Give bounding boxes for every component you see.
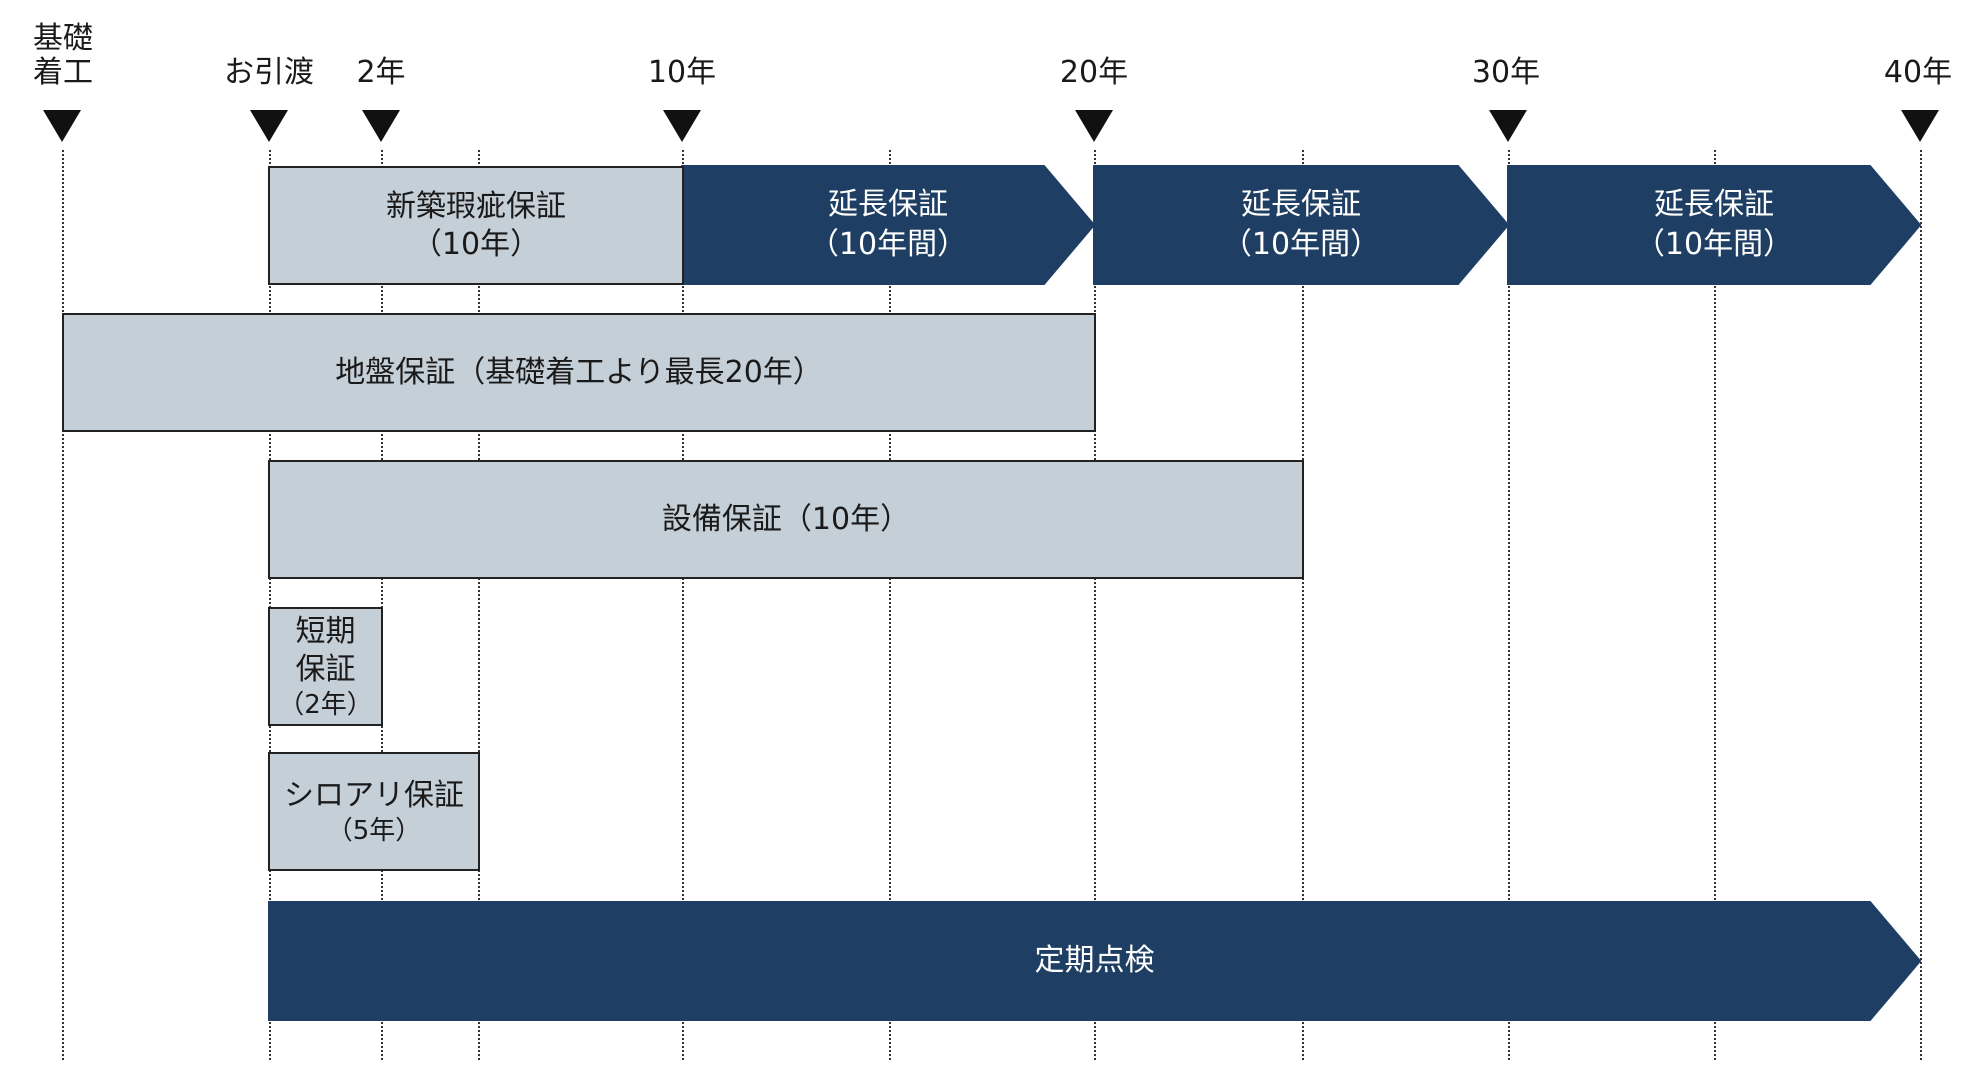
short-term-warranty-line2: 保証 bbox=[295, 651, 356, 687]
equipment-warranty-bar: 設備保証（10年） bbox=[268, 460, 1304, 579]
short-term-warranty-bar: 短期 保証 （2年） bbox=[268, 607, 383, 726]
new-build-warranty-bar: 新築瑕疵保証 （10年） bbox=[268, 166, 684, 285]
extension-label-3-period: （10年間） bbox=[1634, 227, 1794, 262]
guide-line-15y bbox=[889, 150, 891, 1060]
short-term-warranty-period: （2年） bbox=[278, 689, 373, 720]
marker-30y bbox=[1489, 110, 1527, 142]
ground-warranty-label: 地盤保証（基礎着工より最長20年） bbox=[335, 354, 823, 390]
marker-40y bbox=[1901, 110, 1939, 142]
guide-line-10y bbox=[682, 150, 684, 1060]
tick-label-20y: 20年 bbox=[1059, 55, 1129, 90]
new-build-warranty-period: （10年） bbox=[411, 226, 541, 262]
start-label: 基礎 着工 bbox=[22, 22, 104, 90]
new-build-warranty-title: 新築瑕疵保証 bbox=[386, 188, 566, 224]
guide-line-handover bbox=[269, 150, 271, 1060]
termite-warranty-bar: シロアリ保証 （5年） bbox=[268, 752, 480, 871]
guide-line-2y bbox=[381, 150, 383, 1060]
extension-label-1-title: 延長保証 bbox=[828, 187, 948, 222]
tick-label-10y: 10年 bbox=[647, 55, 717, 90]
marker-start bbox=[43, 110, 81, 142]
start-label-line1: 基礎 bbox=[33, 21, 93, 56]
guide-line-start bbox=[62, 150, 64, 1060]
ground-warranty-bar: 地盤保証（基礎着工より最長20年） bbox=[62, 313, 1096, 432]
guide-line-40y bbox=[1920, 150, 1922, 1060]
guide-line-20y bbox=[1094, 150, 1096, 1060]
short-term-warranty-line1: 短期 bbox=[295, 613, 356, 649]
marker-handover bbox=[250, 110, 288, 142]
marker-10y bbox=[663, 110, 701, 142]
equipment-warranty-label: 設備保証（10年） bbox=[661, 501, 911, 537]
extension-arrow-2 bbox=[1093, 165, 1510, 285]
extension-label-1: 延長保証 （10年間） bbox=[682, 185, 1094, 265]
tick-label-30y: 30年 bbox=[1471, 55, 1541, 90]
extension-label-2: 延長保証 （10年間） bbox=[1094, 185, 1508, 265]
extension-label-2-title: 延長保証 bbox=[1241, 187, 1361, 222]
tick-label-handover: お引渡 bbox=[224, 55, 314, 90]
inspection-label: 定期点検 bbox=[1034, 943, 1155, 978]
tick-label-40y: 40年 bbox=[1883, 55, 1953, 90]
extension-label-3: 延長保証 （10年間） bbox=[1508, 185, 1920, 265]
extension-label-1-period: （10年間） bbox=[808, 227, 968, 262]
extension-arrow-3 bbox=[1507, 165, 1922, 285]
start-label-line2: 着工 bbox=[33, 55, 93, 90]
tick-label-2y: 2年 bbox=[356, 55, 406, 90]
inspection-arrow bbox=[268, 901, 1922, 1021]
extension-label-2-period: （10年間） bbox=[1221, 227, 1381, 262]
guide-line-5y bbox=[478, 150, 480, 1060]
guide-line-35y bbox=[1714, 150, 1716, 1060]
marker-20y bbox=[1075, 110, 1113, 142]
termite-warranty-title: シロアリ保証 bbox=[284, 777, 464, 813]
termite-warranty-period: （5年） bbox=[326, 815, 422, 846]
extension-label-3-title: 延長保証 bbox=[1654, 187, 1774, 222]
guide-line-25y bbox=[1302, 150, 1304, 1060]
marker-2y bbox=[362, 110, 400, 142]
guide-line-30y bbox=[1508, 150, 1510, 1060]
